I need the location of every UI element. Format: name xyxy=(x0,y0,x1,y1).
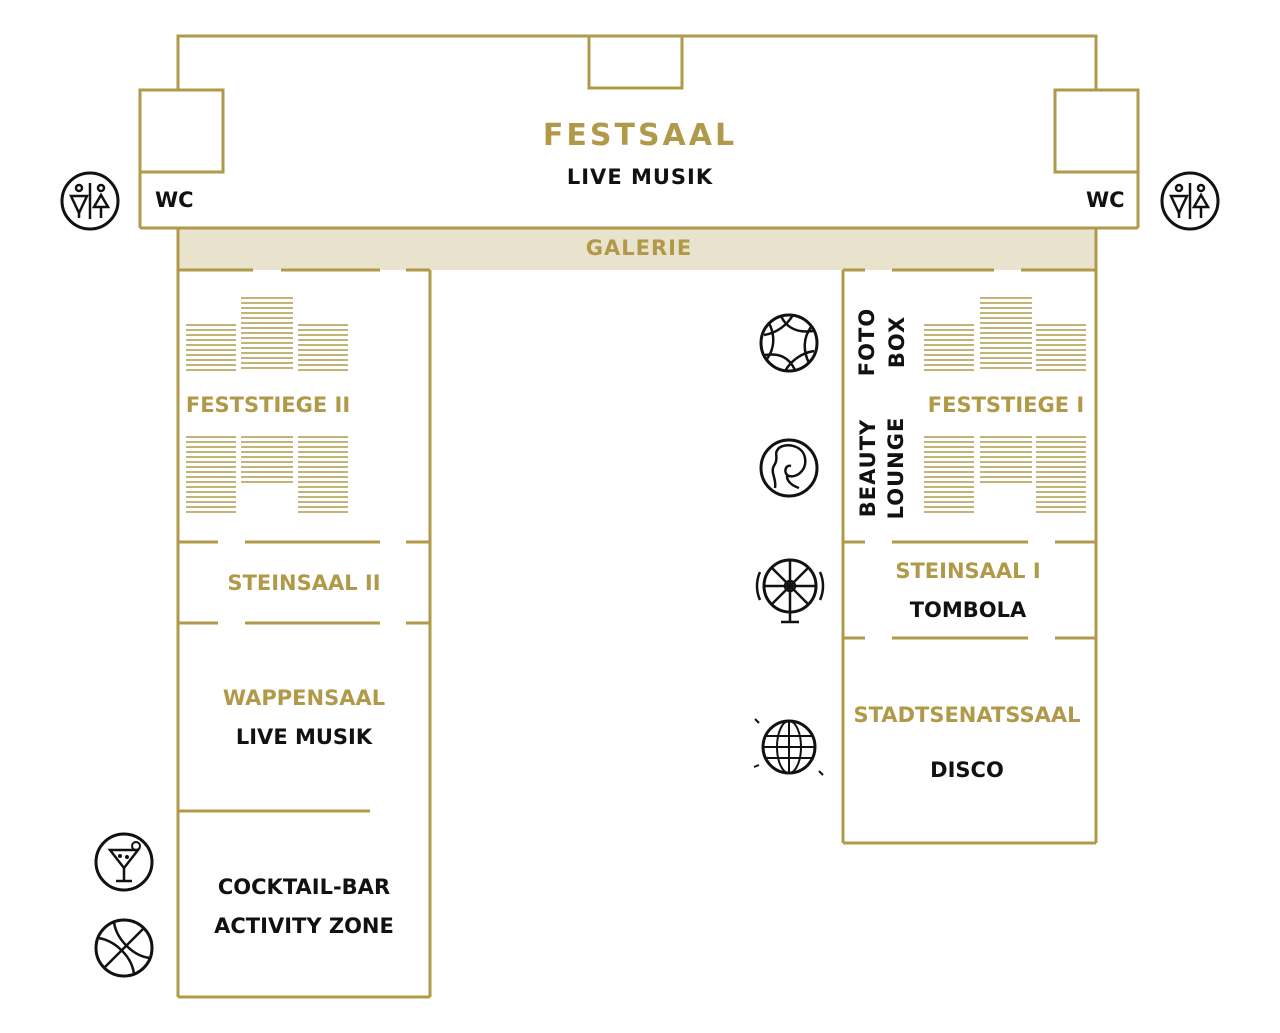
foto-box-label-line1: FOTO xyxy=(855,307,879,377)
camera-aperture-icon xyxy=(759,313,819,373)
wheel-of-fortune-icon xyxy=(755,558,825,624)
restroom-icon xyxy=(60,171,120,231)
feststiege-2-label: FESTSTIEGE II xyxy=(185,393,351,417)
wc-right-label: WC xyxy=(1086,188,1125,212)
feststiege-1-label: FESTSTIEGE I xyxy=(927,393,1085,417)
restroom-icon xyxy=(1160,171,1220,231)
wc-left-label: WC xyxy=(155,188,194,212)
wc-right-box xyxy=(1053,88,1140,174)
festsaal-subtitle: LIVE MUSIK xyxy=(566,165,714,189)
beauty-face-icon xyxy=(759,438,819,498)
steinsaal-1-label: STEINSAAL I xyxy=(895,559,1041,583)
wappensaal-subtitle: LIVE MUSIK xyxy=(235,725,373,749)
festsaal-title: FESTSAAL xyxy=(542,118,738,153)
wappensaal-label: WAPPENSAAL xyxy=(222,686,386,710)
basketball-icon xyxy=(94,918,154,978)
beauty-lounge-label-line2: LOUNGE xyxy=(884,416,908,520)
steinsaal-2-label: STEINSAAL II xyxy=(227,571,381,595)
cocktail-icon xyxy=(94,832,154,892)
wc-left-box xyxy=(138,88,225,174)
beauty-lounge-label-line1: BEAUTY xyxy=(856,418,880,518)
stadtsenatssaal-label: STADTSENATSSAAL xyxy=(853,703,1081,727)
galerie-band xyxy=(178,228,1096,270)
activity-zone-label: ACTIVITY ZONE xyxy=(214,914,394,938)
cocktail-bar-label: COCKTAIL-BAR xyxy=(217,875,391,899)
disco-ball-icon xyxy=(753,718,824,776)
stadtsenatssaal-subtitle: DISCO xyxy=(930,758,1004,782)
stair-hatching xyxy=(186,297,1086,513)
festsaal-stage-box xyxy=(587,34,684,90)
steinsaal-1-subtitle: TOMBOLA xyxy=(909,598,1027,622)
foto-box-label-line2: BOX xyxy=(885,315,909,369)
galerie-label: GALERIE xyxy=(585,236,693,260)
